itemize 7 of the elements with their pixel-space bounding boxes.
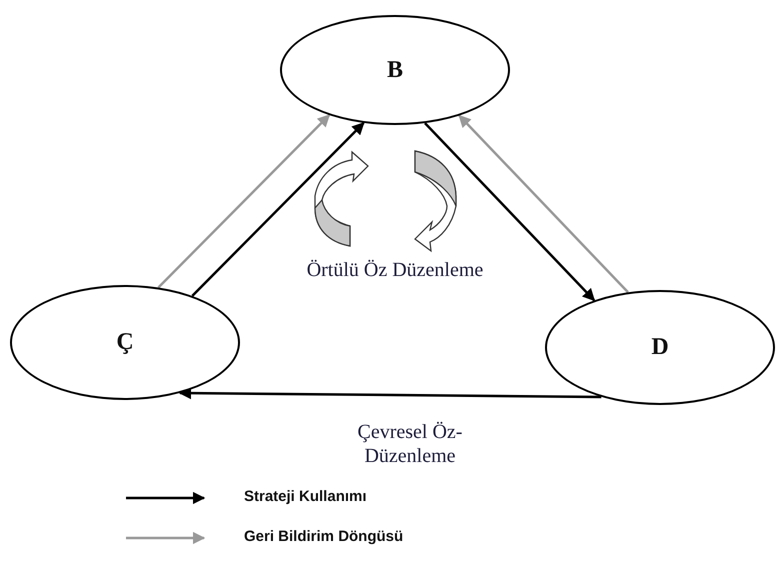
legend-text: Geri Bildirim Döngüsü xyxy=(244,528,404,545)
arrow xyxy=(424,122,596,302)
node-label: Ç xyxy=(116,329,134,356)
node-label: D xyxy=(651,334,669,361)
legend-text: Strateji Kullanımı xyxy=(244,488,367,505)
node-label: B xyxy=(386,56,403,84)
arrow xyxy=(191,122,365,297)
